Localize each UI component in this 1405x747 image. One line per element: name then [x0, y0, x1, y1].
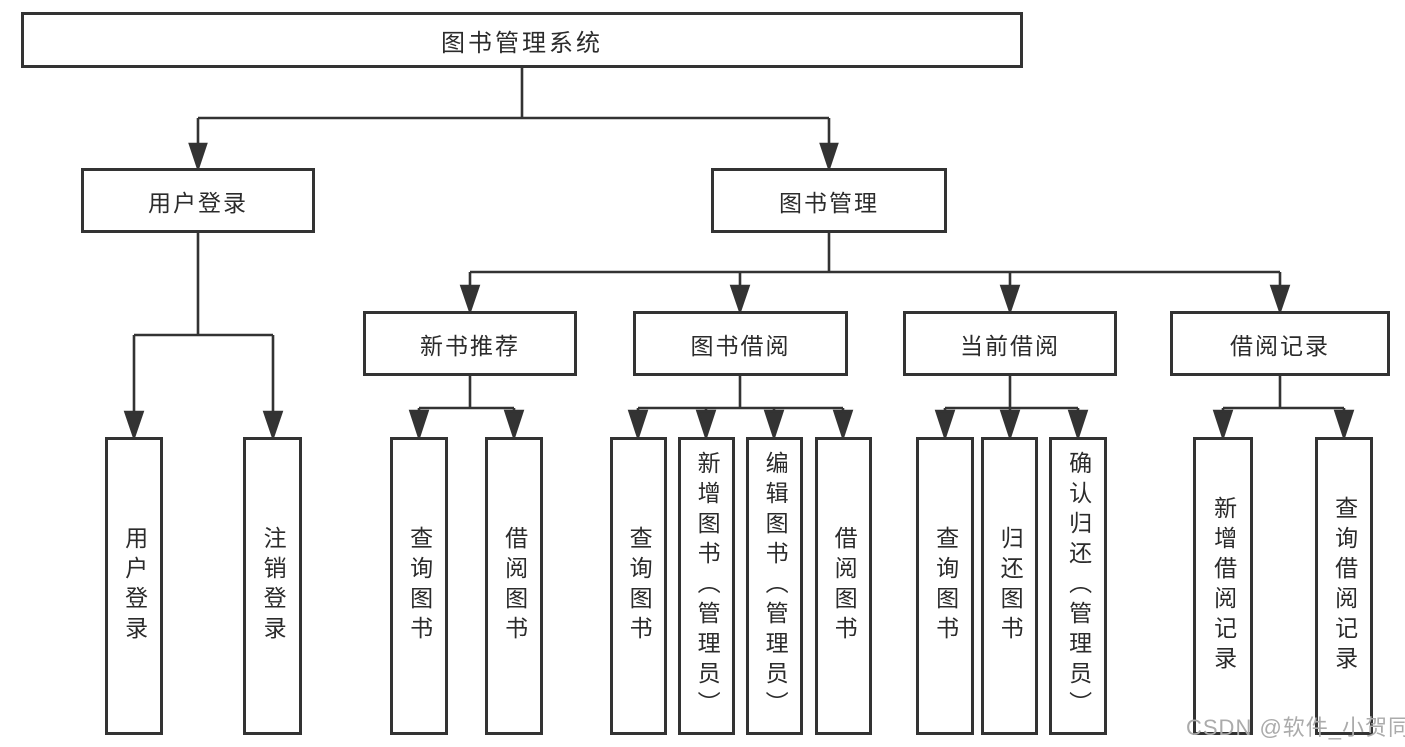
connector-new-book-children: [408, 376, 525, 442]
node-borrowing-records: 借阅记录: [1170, 311, 1390, 376]
leaf-query-borrow-record: 查询借阅记录: [1315, 437, 1373, 735]
arrowhead-icon: [188, 142, 208, 173]
node-label: 当前借阅: [960, 332, 1060, 359]
arrowhead-icon: [1333, 409, 1355, 442]
node-label: 图书借阅: [690, 332, 791, 359]
node-label: 编辑图书（管理员）: [762, 451, 789, 721]
arrowhead-icon: [819, 142, 839, 173]
node-label: 借阅图书: [831, 526, 858, 646]
arrowhead-icon: [123, 410, 145, 442]
leaf-return-book: 归还图书: [981, 437, 1038, 735]
leaf-confirm-return-admin: 确认归还（管理员）: [1049, 437, 1107, 735]
connector-borrowing-records-children: [1212, 376, 1355, 442]
arrowhead-icon: [999, 409, 1021, 442]
node-label: 归还图书: [997, 526, 1024, 646]
arrowhead-icon: [408, 409, 430, 442]
arrowhead-icon: [729, 284, 751, 316]
connector-book-borrowing-children: [627, 376, 854, 442]
leaf-user-login: 用户登录: [105, 437, 163, 735]
connector-current-borrowing-children: [934, 376, 1089, 442]
arrowhead-icon: [627, 409, 649, 442]
arrowhead-icon: [1269, 284, 1291, 316]
leaf-add-borrow-record: 新增借阅记录: [1193, 437, 1253, 735]
node-new-book-recommendation: 新书推荐: [363, 311, 577, 376]
node-root: 图书管理系统: [21, 12, 1023, 68]
leaf-query-books-current: 查询图书: [916, 437, 974, 735]
leaf-borrow-books-recommend: 借阅图书: [485, 437, 543, 735]
node-label: 查询图书: [932, 526, 959, 646]
leaf-query-books-recommend: 查询图书: [390, 437, 448, 735]
leaf-query-books-borrow: 查询图书: [610, 437, 667, 735]
arrowhead-icon: [832, 409, 854, 442]
leaf-edit-book-admin: 编辑图书（管理员）: [746, 437, 803, 735]
arrowhead-icon: [934, 409, 956, 442]
node-label: 借阅图书: [501, 526, 528, 646]
arrowhead-icon: [262, 410, 284, 442]
node-label: 用户登录: [148, 189, 248, 216]
arrowhead-icon: [503, 409, 525, 442]
node-label: 查询借阅记录: [1331, 496, 1358, 676]
node-label: 用户登录: [121, 526, 148, 646]
node-label: 确认归还（管理员）: [1065, 451, 1092, 721]
leaf-logout: 注销登录: [243, 437, 302, 735]
node-label: 查询图书: [626, 526, 653, 646]
connector-root-to-level2: [188, 68, 839, 173]
node-current-borrowing: 当前借阅: [903, 311, 1117, 376]
arrowhead-icon: [1212, 409, 1234, 442]
connector-book-management-children: [459, 233, 1291, 316]
node-label: 注销登录: [260, 526, 287, 646]
node-user-login: 用户登录: [81, 168, 315, 233]
node-label: 新书推荐: [420, 332, 520, 359]
node-book-borrowing: 图书借阅: [633, 311, 848, 376]
arrowhead-icon: [1067, 409, 1089, 442]
node-label: 新增图书（管理员）: [694, 451, 721, 721]
node-book-management: 图书管理: [711, 168, 947, 233]
arrowhead-icon: [763, 409, 785, 442]
leaf-add-book-admin: 新增图书（管理员）: [678, 437, 735, 735]
node-label: 借阅记录: [1230, 332, 1330, 359]
node-label: 图书管理: [779, 189, 879, 216]
node-label: 图书管理系统: [441, 29, 603, 57]
node-label: 查询图书: [406, 526, 433, 646]
leaf-borrow-books-borrow: 借阅图书: [815, 437, 872, 735]
watermark: CSDN @软件_小贺同学: [1186, 715, 1405, 740]
arrowhead-icon: [999, 284, 1021, 316]
arrowhead-icon: [695, 409, 717, 442]
arrowhead-icon: [459, 284, 481, 316]
node-label: 新增借阅记录: [1210, 496, 1237, 676]
connector-user-login-children: [123, 233, 284, 442]
